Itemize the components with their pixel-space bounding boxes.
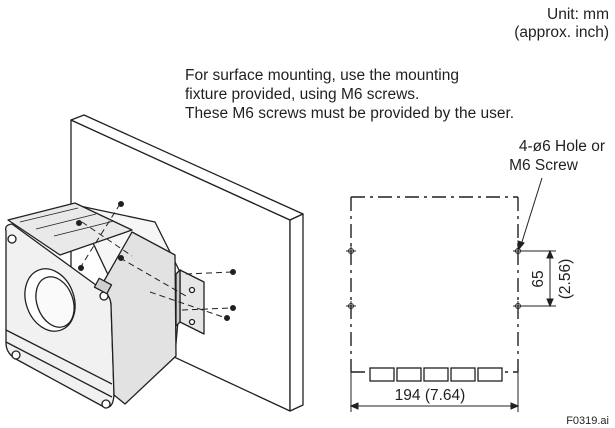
hole-top-right	[513, 246, 523, 256]
hole-bottom-right	[513, 301, 523, 311]
m6-screws	[76, 201, 236, 321]
horizontal-dimension-label: 194 (7.64)	[395, 387, 466, 404]
wall-panel	[70, 114, 304, 412]
mounting-holes	[346, 246, 523, 311]
vertical-dimension-value: 65	[530, 270, 547, 287]
hole-callout-line-2: M6 Screw	[509, 157, 578, 174]
hole-top-left	[346, 246, 356, 256]
unit-label: Unit: mm	[547, 6, 609, 23]
instrument-body	[4, 202, 183, 409]
hole-leader	[517, 177, 543, 251]
screw-axis-lines	[79, 203, 233, 319]
unit-inch-label: (approx. inch)	[514, 24, 609, 41]
hole-bottom-left	[346, 301, 356, 311]
vertical-dimension	[522, 249, 556, 308]
mounting-bracket	[175, 269, 205, 335]
drawing-code: F0319.ai	[566, 415, 609, 427]
cable-glands	[369, 367, 503, 382]
hole-callout-line-1: 4-ø6 Hole or	[518, 138, 605, 155]
mounting-note-line-1: For surface mounting, use the mounting	[185, 67, 459, 84]
horizontal-dimension	[349, 372, 520, 412]
mounting-note-line-2: fixture provided, using M6 screws.	[185, 86, 420, 103]
vertical-dimension-inch: (2.56)	[557, 259, 574, 300]
hole-pattern-outline	[350, 196, 519, 373]
mounting-note-line-3: These M6 screws must be provided by the …	[185, 105, 515, 122]
